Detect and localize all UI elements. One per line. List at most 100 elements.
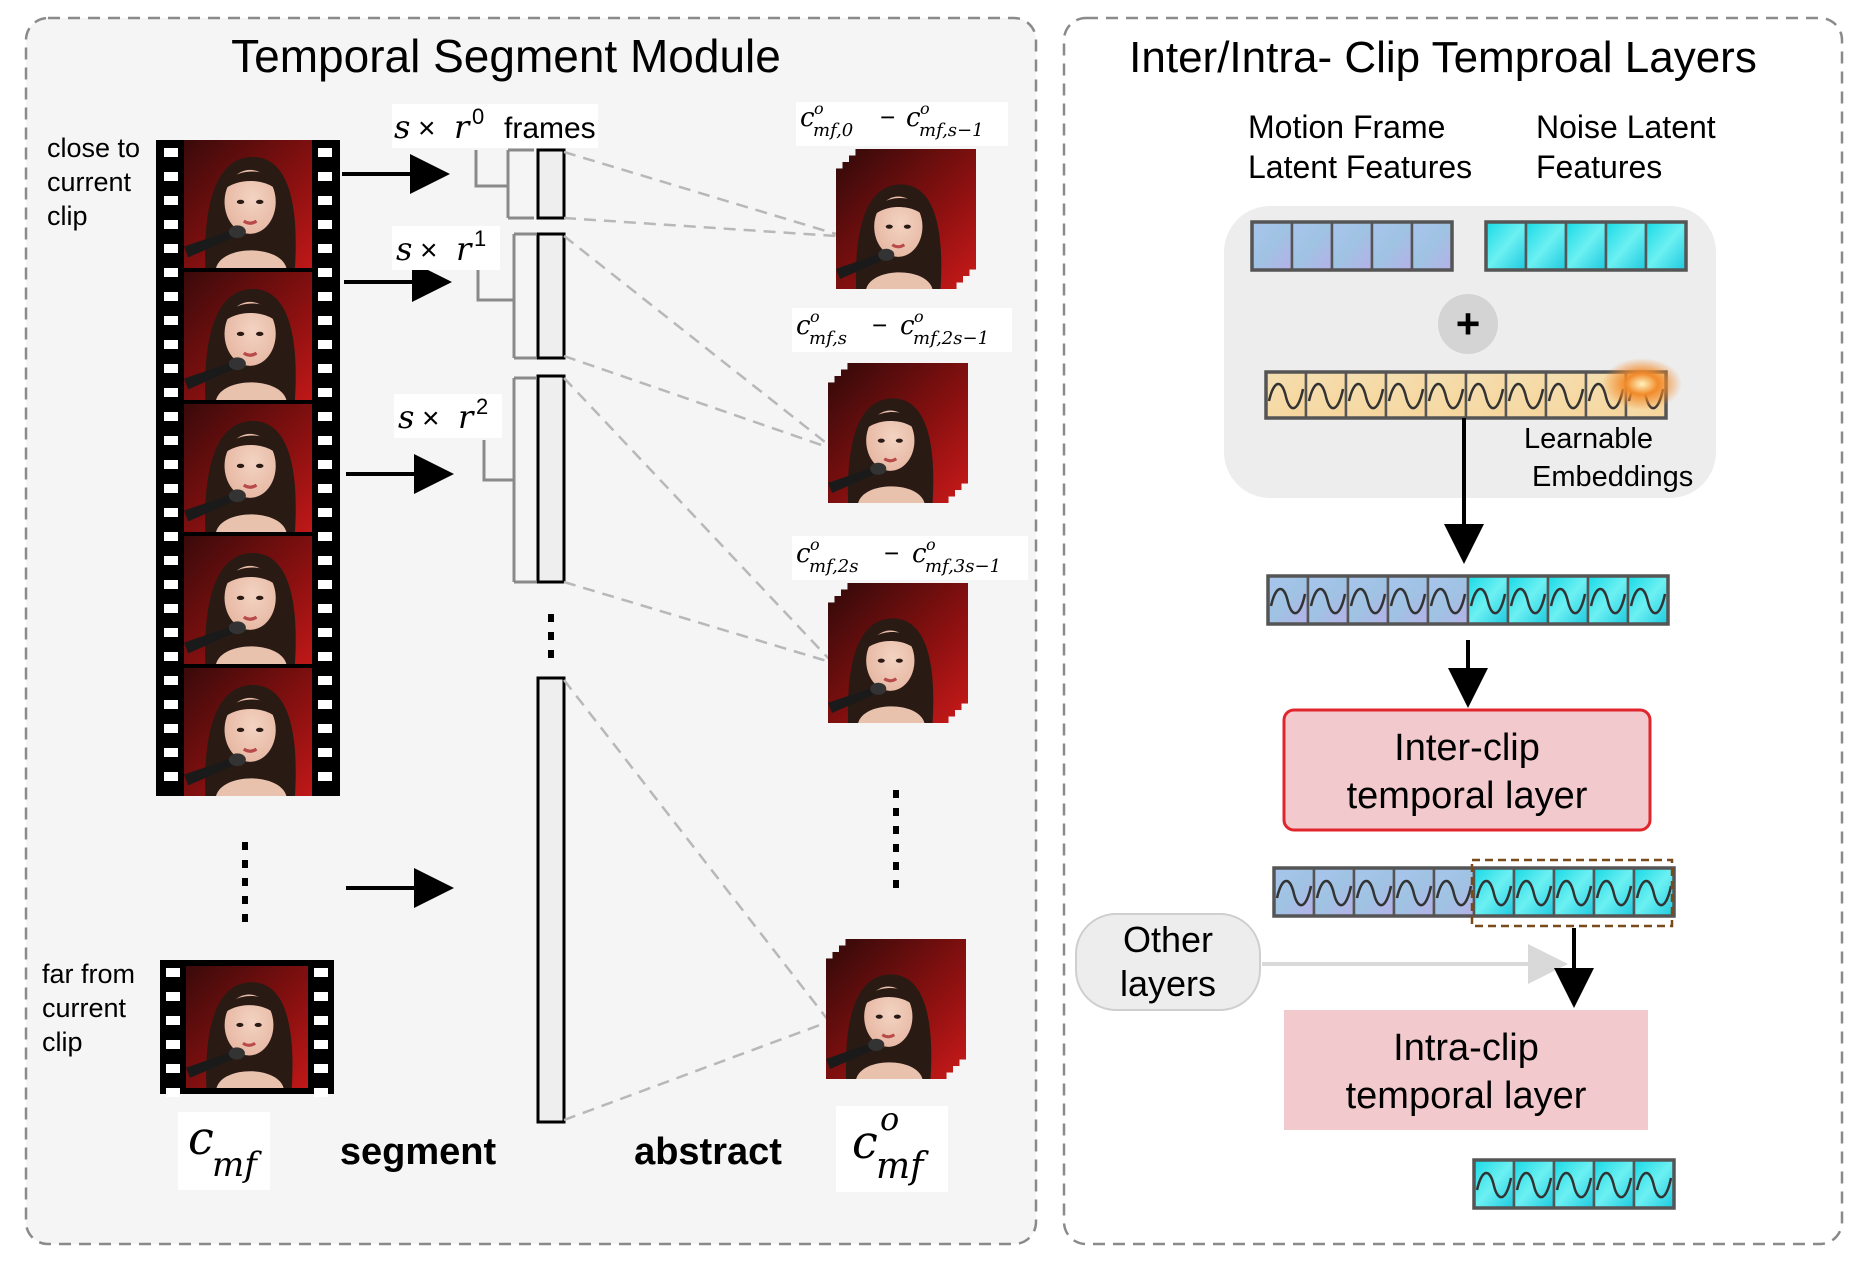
sprocket-hole — [164, 748, 178, 757]
wave-glyph — [1515, 879, 1553, 907]
wave-glyph — [1307, 382, 1345, 410]
sprocket-hole — [318, 148, 332, 157]
svg-text:mf,2s: mf,2s — [809, 556, 859, 577]
sprocket-hole — [164, 652, 178, 661]
svg-text:Intra-clip: Intra-clip — [1393, 1027, 1539, 1069]
sprocket-hole — [318, 700, 332, 709]
svg-text:mf,0: mf,0 — [813, 120, 853, 141]
sprocket-hole — [164, 196, 178, 205]
sprocket-hole — [318, 220, 332, 229]
token-cell — [1370, 220, 1414, 272]
spark-icon — [1602, 358, 1682, 410]
right-panel-title: Inter/Intra- Clip Temproal Layers — [1129, 33, 1757, 82]
wave-glyph — [1269, 587, 1307, 615]
wave-glyph — [1555, 879, 1593, 907]
dashed-connectors — [563, 150, 837, 1122]
close-to-current-clip-label: close to current clip — [47, 133, 140, 231]
svg-text:2: 2 — [476, 394, 488, 419]
wave-glyph — [1347, 382, 1385, 410]
token-cell — [1604, 220, 1648, 272]
sprocket-hole — [318, 316, 332, 325]
film-sprockets-right — [318, 148, 332, 781]
motion-frame-tokens — [1250, 220, 1454, 272]
svg-text:r: r — [458, 398, 475, 436]
film-frame-4 — [184, 536, 312, 664]
sprocket-hole — [164, 724, 178, 733]
wave-glyph — [1429, 587, 1467, 615]
wave-glyph — [1635, 879, 1673, 907]
plus-circle — [1438, 294, 1498, 354]
svg-text:current: current — [47, 167, 132, 197]
token-outline — [1266, 574, 1670, 626]
sprocket-hole — [318, 580, 332, 589]
left-panel-title: Temporal Segment Module — [231, 30, 781, 82]
sprocket-hole — [164, 604, 178, 613]
sprocket-hole — [166, 1088, 180, 1097]
svg-text:c: c — [852, 1115, 878, 1169]
intra-clip-layer-box: Intra-clip temporal layer — [1284, 1010, 1648, 1130]
wave-glyph — [1555, 1171, 1593, 1199]
svg-text:frames: frames — [504, 112, 596, 145]
wave-glyph — [1309, 587, 1347, 615]
segment-bar-1 — [536, 232, 566, 360]
svg-text:c: c — [800, 103, 815, 133]
sprocket-hole — [314, 1088, 328, 1097]
svg-text:Embeddings: Embeddings — [1532, 461, 1693, 493]
wave-glyph — [1549, 587, 1587, 615]
segment-brackets — [474, 148, 536, 584]
film-sprockets-left — [164, 148, 178, 781]
wave-glyph — [1629, 587, 1667, 615]
wave-glyph — [1507, 382, 1545, 410]
sprocket-hole — [318, 172, 332, 181]
wave-glyph — [1275, 879, 1313, 907]
film-frame-5 — [184, 668, 312, 796]
sprocket-hole — [318, 340, 332, 349]
sprocket-hole — [164, 364, 178, 373]
token-cell — [1644, 220, 1688, 272]
sprocket-hole — [314, 1064, 328, 1073]
wave-glyph — [1589, 587, 1627, 615]
svg-text:mf,2s−1: mf,2s−1 — [913, 328, 989, 349]
sprocket-hole — [318, 604, 332, 613]
svg-text:r: r — [456, 230, 473, 268]
svg-text:o: o — [880, 1100, 899, 1138]
svg-text:s: s — [398, 398, 414, 436]
temporal-segment-module-panel: Temporal Segment Module close to current… — [24, 16, 1038, 1246]
abstract-label: abstract — [634, 1131, 782, 1173]
sprocket-hole — [166, 1064, 180, 1073]
combined-tokens — [1266, 574, 1670, 626]
motion-frame-label: Motion Frame Latent Features — [1248, 109, 1472, 185]
sprocket-hole — [314, 968, 328, 977]
token-outline — [1272, 866, 1676, 918]
sprocket-hole — [164, 268, 178, 277]
sprocket-hole — [318, 196, 332, 205]
noise-latent-tokens — [1484, 220, 1688, 272]
inter-intra-clip-panel: Inter/Intra- Clip Temproal Layers Motion… — [1062, 16, 1844, 1246]
svg-text:temporal layer: temporal layer — [1347, 775, 1588, 817]
sprocket-hole — [166, 1040, 180, 1049]
svg-text:×: × — [418, 112, 436, 145]
svg-text:o: o — [926, 535, 936, 554]
wave-glyph — [1349, 587, 1387, 615]
abstract-stack-0 — [836, 149, 976, 289]
plus-sign: + — [1456, 300, 1481, 347]
wave-glyph — [1515, 1171, 1553, 1199]
svg-text:c: c — [906, 103, 921, 133]
sprocket-hole — [318, 484, 332, 493]
svg-text:mf,3s−1: mf,3s−1 — [925, 556, 1001, 577]
segment-size-label-0: s × r 0 frames — [392, 104, 598, 148]
sprocket-hole — [318, 268, 332, 277]
learnable-embeddings-label: Learnable Embeddings — [1524, 423, 1693, 493]
sprocket-hole — [318, 556, 332, 565]
wave-glyph — [1595, 1171, 1633, 1199]
wave-glyph — [1509, 587, 1547, 615]
token-outline — [1472, 1158, 1676, 1210]
sprocket-hole — [318, 244, 332, 253]
sprocket-hole — [166, 1016, 180, 1025]
wave-glyph — [1387, 382, 1425, 410]
sprocket-hole — [318, 388, 332, 397]
svg-text:×: × — [420, 234, 438, 267]
svg-text:temporal layer: temporal layer — [1346, 1075, 1587, 1117]
svg-text:o: o — [810, 535, 820, 554]
